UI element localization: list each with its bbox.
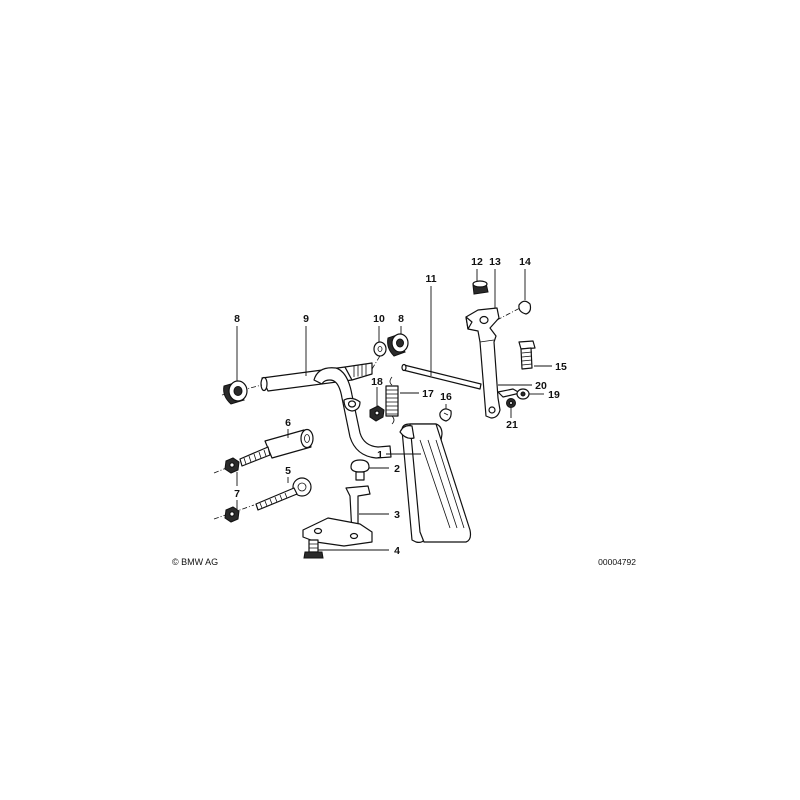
- callout-15: 15: [555, 361, 567, 373]
- lock-nut-lower: [224, 506, 240, 523]
- callout-13: 13: [489, 256, 501, 268]
- nut-small: [506, 398, 516, 408]
- callout-16: 16: [440, 391, 452, 403]
- callout-5: 5: [285, 465, 291, 477]
- bracket-bushing: [472, 280, 489, 295]
- callout-9: 9: [303, 313, 309, 325]
- pedal-stop: [213, 428, 314, 474]
- callout-17: 17: [422, 388, 434, 400]
- lock-nut-upper: [224, 457, 240, 474]
- callout-21: 21: [506, 419, 518, 431]
- diagram-code: 00004792: [598, 557, 636, 567]
- push-rod: [401, 363, 482, 390]
- callout-4: 4: [394, 545, 400, 557]
- callout-10: 10: [373, 313, 385, 325]
- callout-6: 6: [285, 417, 291, 429]
- stop-knob: [350, 459, 370, 481]
- lever-bracket: [465, 307, 501, 419]
- callout-labels: 8 9 10 8 11 12 13 14 15 20 19 21 16 17 1…: [234, 256, 567, 557]
- accelerator-pedal: [399, 423, 472, 543]
- leader-lines: [236, 269, 552, 551]
- support-bracket: [302, 485, 373, 547]
- bushing-right: [387, 333, 409, 357]
- retaining-clip: [439, 408, 452, 422]
- callout-2: 2: [394, 463, 400, 475]
- copyright-notice: © BMW AG: [172, 557, 218, 567]
- callout-11: 11: [425, 273, 436, 285]
- bushing-left: [223, 380, 248, 405]
- washer: [373, 341, 387, 357]
- ball-joint: [497, 388, 530, 400]
- callout-3: 3: [394, 509, 400, 521]
- clip: [496, 300, 532, 321]
- callout-20: 20: [535, 380, 547, 392]
- hex-bolt: [518, 340, 536, 370]
- mounting-bolt: [303, 539, 324, 559]
- callout-1: 1: [377, 449, 383, 461]
- accelerator-shaft: [221, 345, 392, 459]
- spring-nut: [369, 405, 385, 422]
- callout-12: 12: [471, 256, 483, 268]
- callout-8-left: 8: [234, 313, 240, 325]
- callout-19: 19: [548, 389, 560, 401]
- callout-7: 7: [234, 488, 240, 500]
- callout-8-right: 8: [398, 313, 404, 325]
- callout-14: 14: [519, 256, 531, 268]
- return-spring: [385, 376, 399, 425]
- callout-18: 18: [371, 376, 383, 388]
